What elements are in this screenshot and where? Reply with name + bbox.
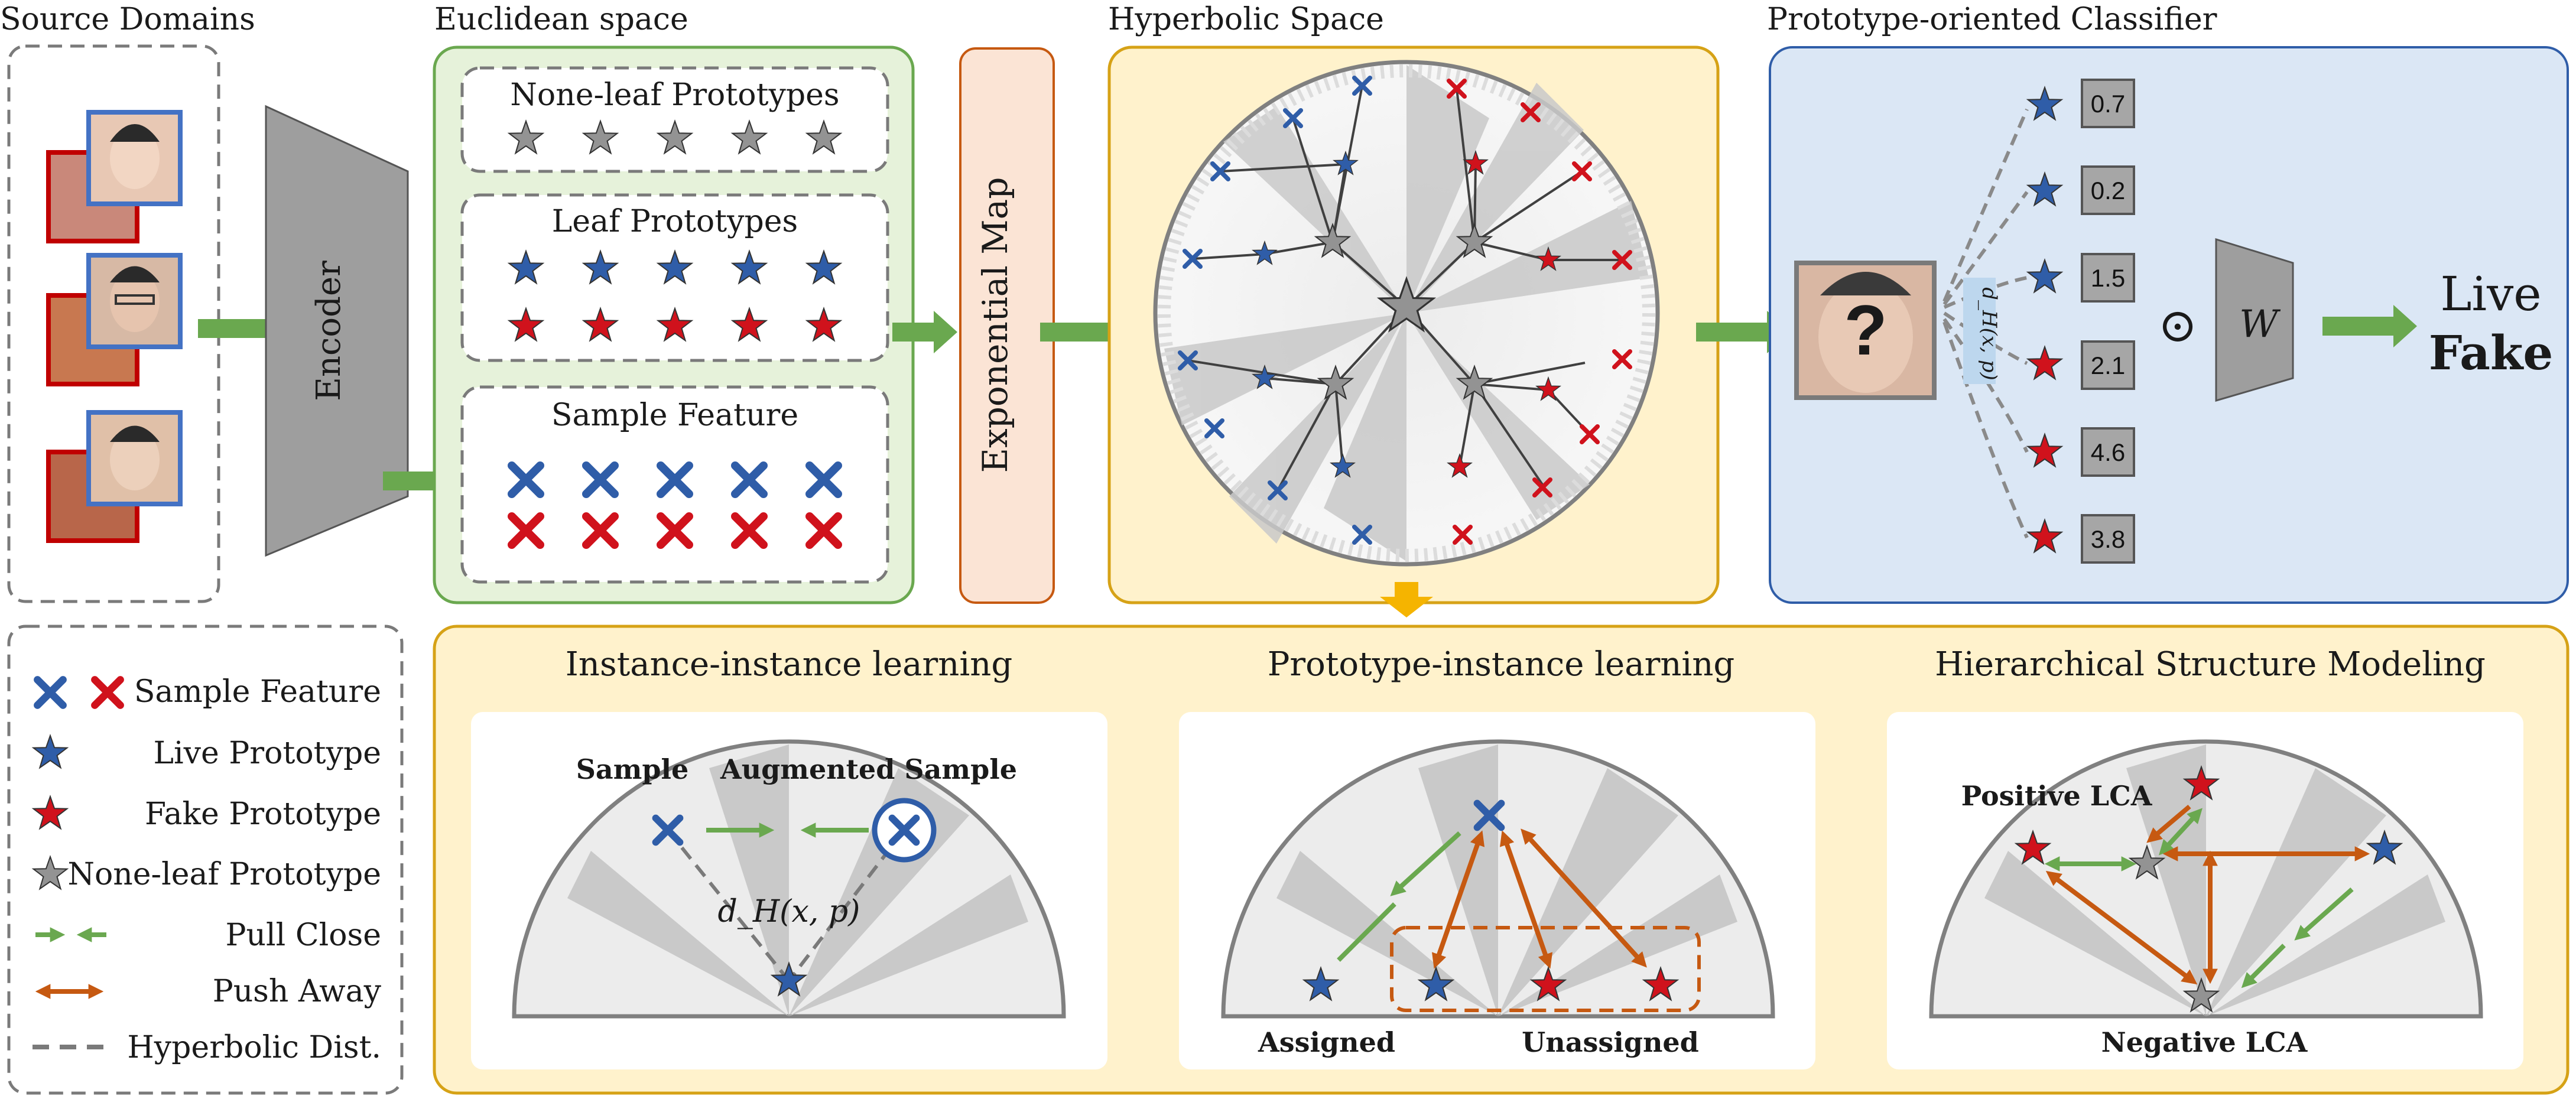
negative-lca-pull-arrow xyxy=(2294,887,2354,941)
legend-live-prototype: Live Prototype xyxy=(153,736,381,771)
hyperbolic-to-learning-arrow xyxy=(1380,582,1433,617)
augmented-sample-label: Augmented Sample xyxy=(720,753,1017,785)
legend-box xyxy=(7,625,404,1095)
score-boxes xyxy=(2081,79,2135,564)
hier-push-arrow-1 xyxy=(2045,870,2198,985)
hyperbolic-to-classifier-arrow xyxy=(1696,311,1791,353)
exponential-map-label: Exponential Map xyxy=(975,177,1015,473)
positive-lca-label: Positive LCA xyxy=(1961,780,2153,812)
hyperbolic-space-title: Hyperbolic Space xyxy=(1108,2,1384,37)
question-mark: ? xyxy=(1844,291,1887,370)
instance-learning-title: Instance-instance learning xyxy=(566,645,1012,684)
legend-hyperbolic-dist: Hyperbolic Dist. xyxy=(127,1030,381,1065)
sample-feature-label: Sample Feature xyxy=(551,398,798,433)
score-value: 0.7 xyxy=(2091,90,2125,118)
instance-distance-label: d_H(x, p) xyxy=(718,894,860,929)
face-image-pair-1 xyxy=(46,110,183,243)
score-value: 1.5 xyxy=(2091,264,2125,292)
negative-lca-pull-arrow-2 xyxy=(2241,944,2286,989)
legend-nonleaf-prototype: None-leaf Prototype xyxy=(67,857,381,892)
legend-fake-prototype: Fake Prototype xyxy=(145,796,381,832)
negative-lca-label: Negative LCA xyxy=(2101,1026,2308,1058)
poincare-disk xyxy=(1153,60,1660,567)
instance-distance-line-1 xyxy=(666,829,791,982)
legend-fake-star-icon xyxy=(33,796,68,830)
score-value: 4.6 xyxy=(2091,438,2125,466)
encoder-block xyxy=(265,105,409,557)
legend-pull-close: Pull Close xyxy=(226,918,381,953)
score-value: 3.8 xyxy=(2091,525,2125,553)
unassigned-label: Unassigned xyxy=(1522,1026,1699,1058)
source-domains-title: Source Domains xyxy=(0,2,255,37)
legend-push-away: Push Away xyxy=(213,974,382,1009)
classifier-title: Prototype-oriented Classifier xyxy=(1767,2,2217,37)
face-image-pair-2 xyxy=(46,253,183,386)
weight-block xyxy=(2215,238,2294,402)
prototype-learning-title: Prototype-instance learning xyxy=(1268,645,1735,684)
distance-label-bg xyxy=(1963,278,1996,384)
euclidean-space-title: Euclidean space xyxy=(434,2,688,37)
push-arrow-3 xyxy=(1521,828,1647,968)
leaf-prototypes-box xyxy=(460,193,889,362)
weight-to-output-arrow xyxy=(2322,305,2417,347)
classifier-distance-label: d_H(x, p) xyxy=(1977,287,2001,381)
assigned-pull-line xyxy=(1337,902,1396,962)
score-value: 0.2 xyxy=(2091,177,2125,204)
query-face-image xyxy=(1794,261,1937,400)
encoder-label: Encoder xyxy=(310,261,348,401)
score-value: 2.1 xyxy=(2091,352,2125,379)
legend-sample-feature: Sample Feature xyxy=(134,674,381,710)
legend-blue-cross-icon xyxy=(37,679,63,705)
legend-nonleaf-star-icon xyxy=(33,856,68,890)
face-image-pair-3 xyxy=(46,410,183,543)
live-output-label: Live xyxy=(2440,266,2541,321)
hierarchical-title: Hierarchical Structure Modeling xyxy=(1935,645,2486,684)
legend-red-cross-icon xyxy=(95,679,120,705)
weight-label: W xyxy=(2239,303,2281,346)
fake-output-label: Fake xyxy=(2429,325,2554,381)
odot-operator: ⊙ xyxy=(2158,298,2197,353)
sample-label: Sample xyxy=(576,753,689,785)
positive-lca-pull-arrow-2 xyxy=(2159,808,2203,856)
classifier-box xyxy=(1769,46,2569,604)
push-arrow-1 xyxy=(1431,830,1485,969)
leaf-prototypes-label: Leaf Prototypes xyxy=(552,204,798,239)
legend-live-star-icon xyxy=(33,735,68,769)
encoder-to-euclidean-arrow xyxy=(383,460,479,502)
distance-lines xyxy=(1942,108,2029,539)
nonleaf-prototypes-label: None-leaf Prototypes xyxy=(510,77,839,113)
nonleaf-prototypes-box xyxy=(460,66,889,173)
assigned-label: Assigned xyxy=(1258,1026,1395,1058)
source-domains-box xyxy=(7,44,220,603)
source-to-encoder-arrow xyxy=(198,307,295,350)
hier-push-arrow-4 xyxy=(2146,804,2191,843)
euclidean-to-expmap-arrow xyxy=(892,311,957,353)
